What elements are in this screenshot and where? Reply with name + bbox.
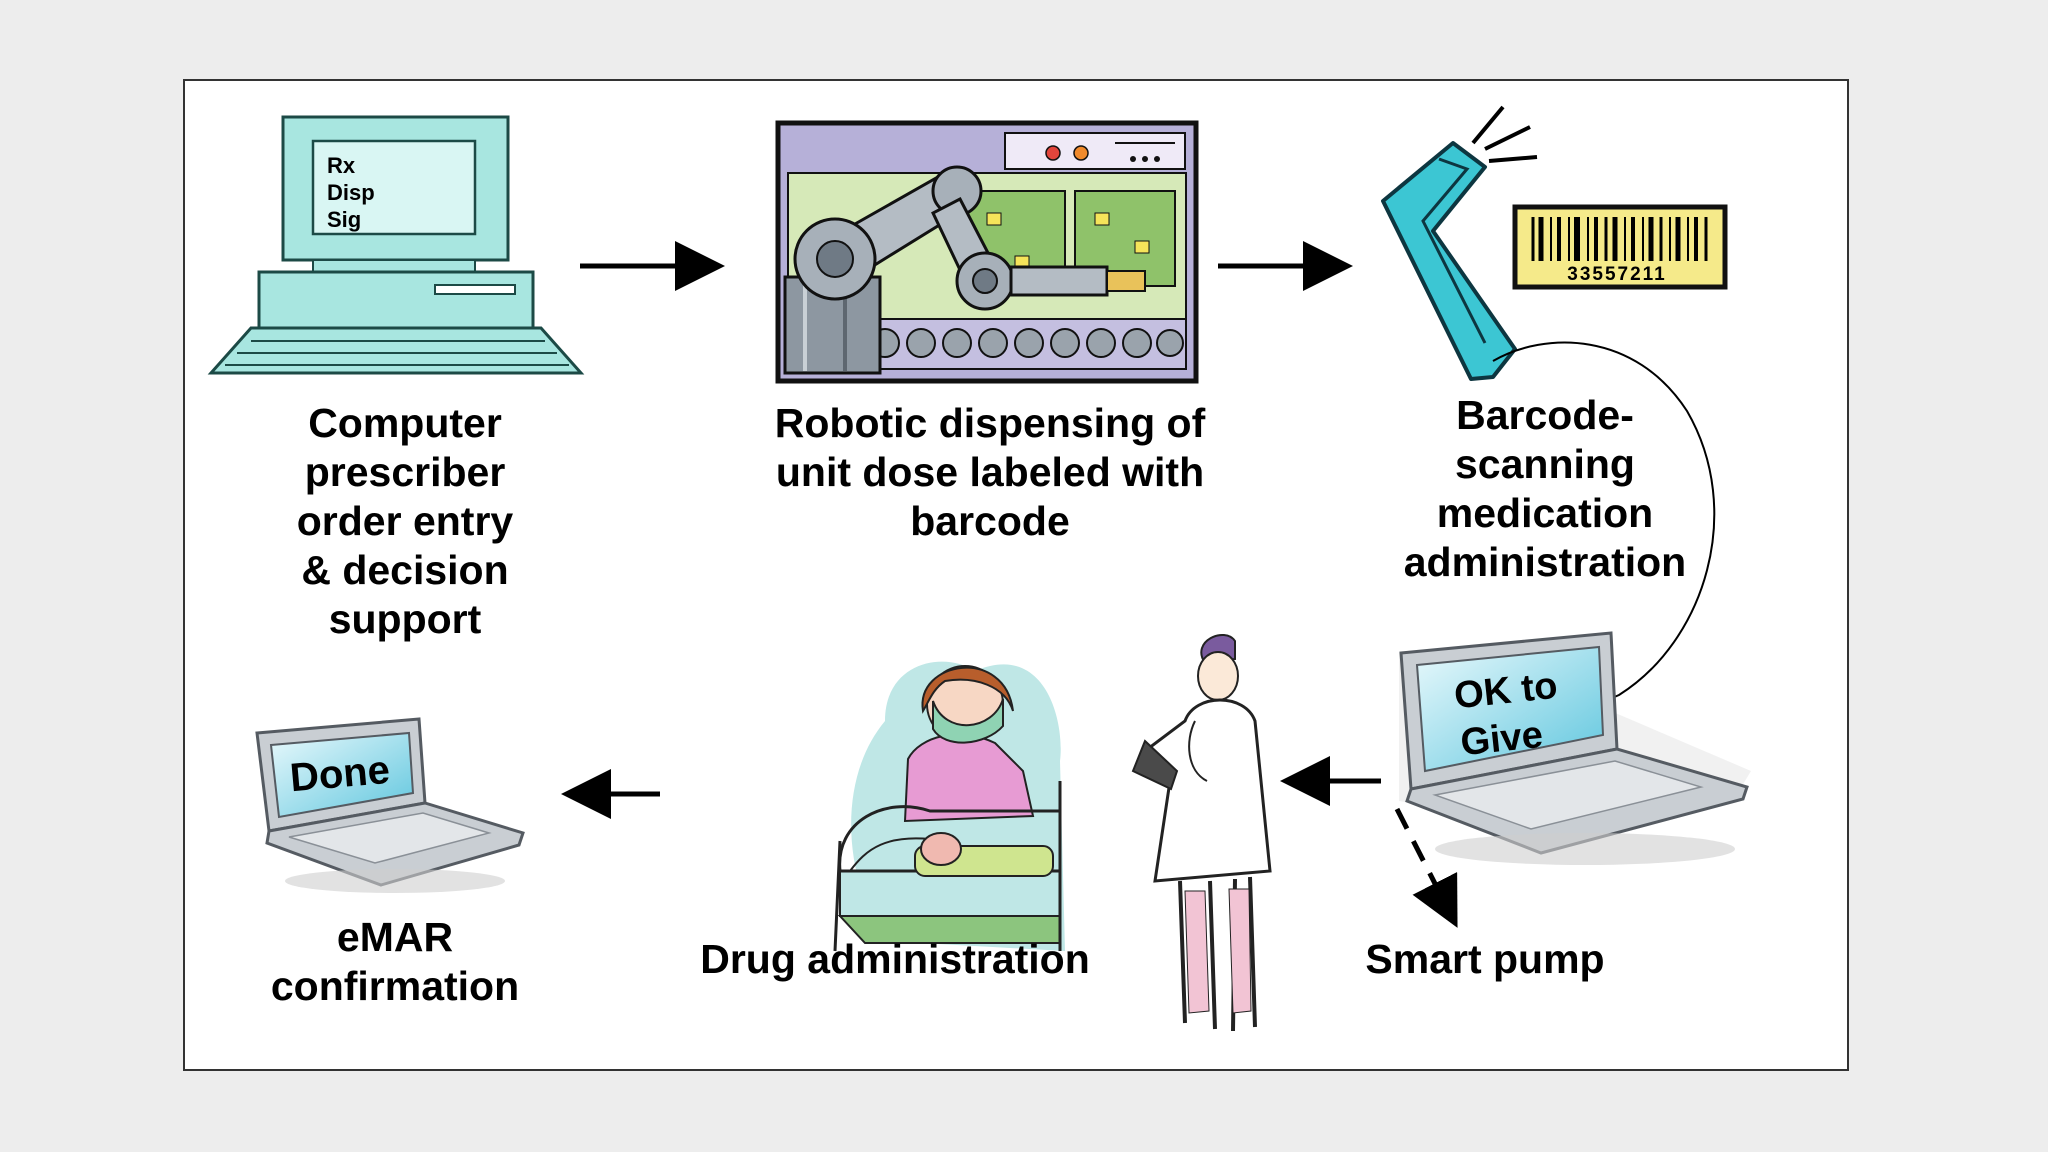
barcode-stripes <box>1531 217 1708 261</box>
robot-arm-icon <box>775 120 1199 384</box>
slide: Rx Disp Sig <box>183 79 1849 1071</box>
cpoe-screen-line-2: Disp <box>327 180 375 205</box>
diagram-art: Rx Disp Sig <box>207 105 1751 1032</box>
smart-pump-screen-line-2: Give <box>1459 714 1545 764</box>
robotic-caption: Robotic dispensing of unit dose labeled … <box>774 400 1206 544</box>
cpoe-screen-line-3: Sig <box>327 207 361 232</box>
cpoe-screen-line-1: Rx <box>327 153 356 178</box>
drug-administration-caption: Drug administration <box>700 936 1090 982</box>
laptop-icon: OK to Give <box>1399 631 1751 865</box>
barcode-caption: Barcode- scanning medication administrat… <box>1403 392 1687 585</box>
emar-caption: eMAR confirmation <box>270 914 520 1009</box>
barcode-scanner-icon: 33557211 <box>1381 105 1728 381</box>
emar-screen-text: Done <box>288 748 391 801</box>
nurse-icon <box>1131 633 1272 1032</box>
desktop-computer-icon: Rx Disp Sig <box>207 115 585 375</box>
dashed-arrow-to-smart-pump <box>1394 807 1458 928</box>
cpoe-caption: Computer prescriber order entry & decisi… <box>296 400 514 642</box>
laptop-icon: Done <box>255 717 525 893</box>
smart-pump-caption: Smart pump <box>1365 936 1605 982</box>
mother-baby-icon <box>833 661 1065 952</box>
barcode-number: 33557211 <box>1567 264 1667 285</box>
